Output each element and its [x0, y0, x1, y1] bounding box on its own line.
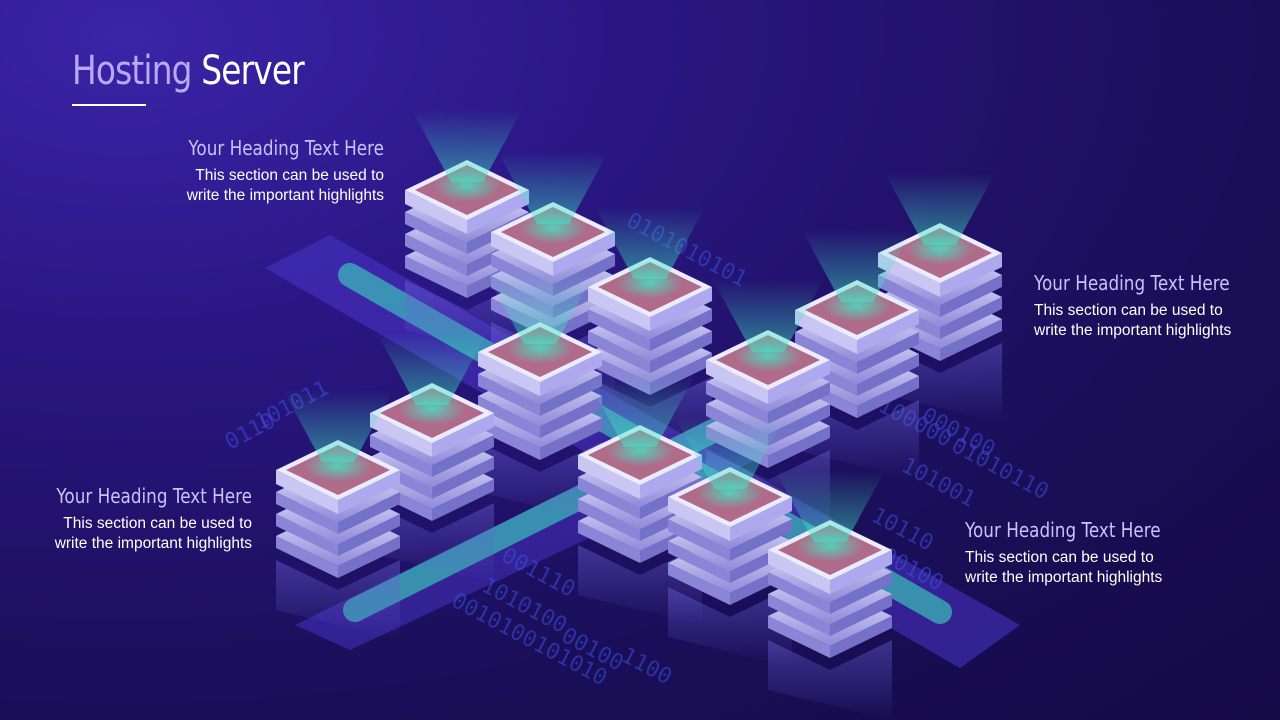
highlight-block-bottom-left: Your Heading Text Here This section can …	[0, 484, 252, 554]
highlight-heading: Your Heading Text Here	[56, 484, 252, 508]
title-word-2: Server	[201, 48, 304, 94]
highlight-block-bottom-right: Your Heading Text Here This section can …	[965, 518, 1225, 588]
highlight-text-line: write the important highlights	[965, 569, 1163, 586]
server-stack-icon	[768, 378, 892, 720]
binary-digits: 1100	[617, 643, 676, 690]
highlight-block-right: Your Heading Text Here This section can …	[1034, 271, 1274, 341]
highlight-text-line: This section can be used to	[1034, 302, 1223, 319]
highlight-text-line: write the important highlights	[54, 535, 252, 552]
server-stack-icon	[478, 180, 602, 522]
highlight-heading: Your Heading Text Here	[188, 136, 384, 160]
page-title: Hosting Server	[72, 48, 305, 94]
highlight-text-line: write the important highlights	[1034, 322, 1232, 339]
highlight-heading: Your Heading Text Here	[1034, 271, 1230, 295]
title-word-1: Hosting	[72, 48, 192, 94]
highlight-text-line: This section can be used to	[63, 515, 252, 532]
server-stack-icon	[668, 325, 792, 667]
server-stack-icon	[276, 298, 400, 640]
server-stack-icon	[370, 241, 494, 583]
highlight-block-top-left: Your Heading Text Here This section can …	[64, 136, 384, 206]
highlight-text-line: This section can be used to	[965, 549, 1154, 566]
highlight-heading: Your Heading Text Here	[965, 518, 1161, 542]
highlight-text-line: write the important highlights	[186, 187, 384, 204]
title-underline	[72, 104, 146, 106]
highlight-text-line: This section can be used to	[195, 167, 384, 184]
